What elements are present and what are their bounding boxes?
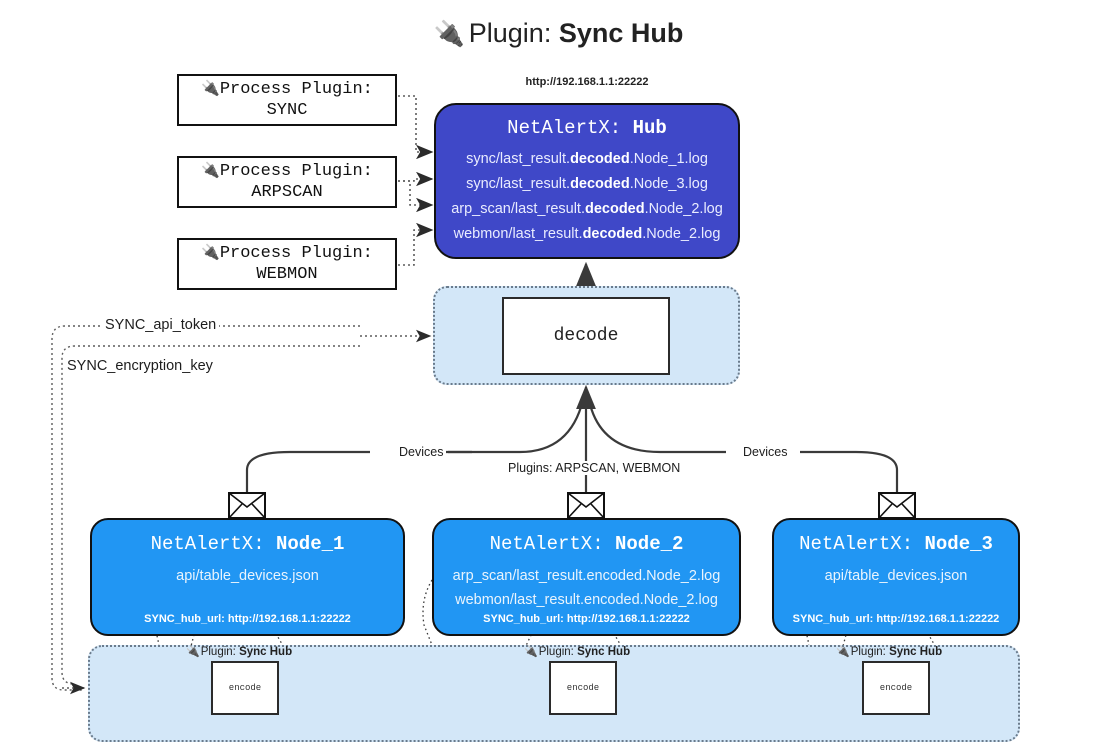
page-title: 🔌Plugin: Sync Hub <box>0 18 1117 49</box>
node-box-node-1[interactable]: NetAlertX: Node_1 api/table_devices.json… <box>90 518 405 636</box>
decode-box[interactable]: decode <box>502 297 670 375</box>
node-2-name: Node_2 <box>615 533 684 555</box>
node-3-hub-url: SYNC_hub_url: http://192.168.1.1:22222 <box>792 613 1000 625</box>
plug-icon: 🔌 <box>201 244 220 262</box>
process-plugin-arpscan[interactable]: 🔌Process Plugin: ARPSCAN <box>177 156 397 208</box>
process-plugin-webmon[interactable]: 🔌Process Plugin: WEBMON <box>177 238 397 290</box>
envelope-icon <box>567 492 605 519</box>
process-plugin-arpscan-header: 🔌Process Plugin: <box>201 161 373 182</box>
node-box-node-3[interactable]: NetAlertX: Node_3 api/table_devices.json… <box>772 518 1020 636</box>
envelope-icon <box>878 492 916 519</box>
hub-log-list: sync/last_result.decoded.Node_1.log sync… <box>436 147 738 247</box>
hub-url-label: http://192.168.1.1:22222 <box>525 76 649 88</box>
node-2-line: arp_scan/last_result.encoded.Node_2.log <box>452 568 721 584</box>
page-title-name: Sync Hub <box>558 18 684 48</box>
hub-log-line: webmon/last_result.decoded.Node_2.log <box>453 225 721 242</box>
process-plugin-webmon-name: WEBMON <box>256 265 318 284</box>
node-2-title: NetAlertX: Node_2 <box>489 533 684 555</box>
node-box-node-2[interactable]: NetAlertX: Node_2 arp_scan/last_result.e… <box>432 518 741 636</box>
encode-box-node-2[interactable]: encode <box>549 661 617 715</box>
label-plugins-mid: Plugins: ARPSCAN, WEBMON <box>505 461 684 475</box>
hub-title: NetAlertX: Hub <box>436 117 738 139</box>
plug-icon: 🔌 <box>186 646 200 658</box>
node-1-hub-url: SYNC_hub_url: http://192.168.1.1:22222 <box>144 613 351 625</box>
plug-icon: 🔌 <box>433 20 465 48</box>
hub-log-line: arp_scan/last_result.decoded.Node_2.log <box>451 200 723 217</box>
plug-icon: 🔌 <box>524 646 538 658</box>
encode-box-node-1[interactable]: encode <box>211 661 279 715</box>
plug-icon: 🔌 <box>201 162 220 180</box>
process-plugin-arpscan-line1: Process Plugin: <box>219 161 373 181</box>
node-2-line: webmon/last_result.encoded.Node_2.log <box>455 591 718 608</box>
hub-title-prefix: NetAlertX: <box>507 117 633 139</box>
hub-log-line: sync/last_result.decoded.Node_3.log <box>466 175 708 192</box>
encode-label-node-1: 🔌Plugin: Sync Hub <box>186 646 293 658</box>
hub-node[interactable]: NetAlertX: Hub sync/last_result.decoded.… <box>434 103 740 259</box>
node-1-lines: api/table_devices.json <box>92 565 403 589</box>
encode-label-node-2: 🔌Plugin: Sync Hub <box>524 646 631 658</box>
label-sync-api-token: SYNC_api_token <box>102 317 220 333</box>
encode-label-node-3: 🔌Plugin: Sync Hub <box>836 646 943 658</box>
node-2-lines: arp_scan/last_result.encoded.Node_2.log … <box>434 565 739 613</box>
process-plugin-sync-line1: Process Plugin: <box>219 79 373 99</box>
label-sync-encryption-key: SYNC_encryption_key <box>64 358 216 374</box>
node-1-line: api/table_devices.json <box>176 568 319 584</box>
hub-title-name: Hub <box>632 117 667 139</box>
process-plugin-sync[interactable]: 🔌Process Plugin: SYNC <box>177 74 397 126</box>
label-devices-left: Devices <box>396 445 447 459</box>
node-1-name: Node_1 <box>276 533 345 555</box>
node-3-line: api/table_devices.json <box>824 568 968 584</box>
encode-box-node-3[interactable]: encode <box>862 661 930 715</box>
node-3-lines: api/table_devices.json <box>774 565 1018 589</box>
plug-icon: 🔌 <box>836 646 850 658</box>
node-2-hub-url: SYNC_hub_url: http://192.168.1.1:22222 <box>483 613 690 625</box>
process-plugin-webmon-line1: Process Plugin: <box>219 243 373 263</box>
process-plugin-webmon-header: 🔌Process Plugin: <box>201 243 373 264</box>
page-title-prefix: Plugin: <box>468 18 559 48</box>
node-3-name: Node_3 <box>924 533 993 555</box>
envelope-icon <box>228 492 266 519</box>
process-plugin-sync-header: 🔌Process Plugin: <box>201 79 373 100</box>
label-devices-right: Devices <box>740 445 791 459</box>
process-plugin-sync-name: SYNC <box>266 101 308 120</box>
process-plugin-arpscan-name: ARPSCAN <box>251 183 323 202</box>
node-3-title: NetAlertX: Node_3 <box>799 533 993 555</box>
node-1-title: NetAlertX: Node_1 <box>150 533 345 555</box>
plug-icon: 🔌 <box>201 80 220 98</box>
hub-log-line: sync/last_result.decoded.Node_1.log <box>466 151 708 167</box>
